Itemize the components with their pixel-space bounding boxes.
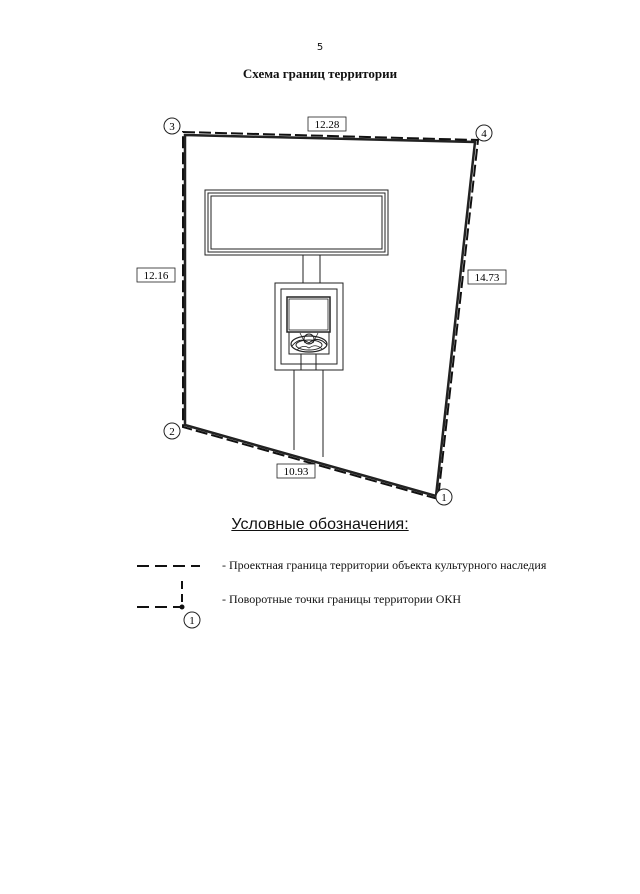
turning-point-2: 2 — [163, 422, 181, 440]
legend-point-label: 1 — [189, 615, 195, 627]
diagram-title: Схема границ территории — [242, 66, 398, 81]
building-rectangle — [204, 189, 389, 256]
turning-point-4: 4 — [475, 124, 493, 142]
point-3-label: 3 — [169, 121, 175, 133]
point-1-label: 1 — [441, 492, 447, 504]
monument-sculpture — [290, 332, 328, 353]
dimension-label-top: 12.28 — [307, 116, 347, 132]
dimension-left-text: 12.16 — [144, 270, 169, 282]
point-2-label: 2 — [169, 426, 175, 438]
monument-enclosure — [274, 282, 344, 371]
legend-turning-point-symbol: 1 — [137, 581, 201, 629]
legend-turning-points-label: - Поворотные точки границы территории ОК… — [222, 592, 462, 606]
walkway — [302, 255, 321, 283]
point-4-label: 4 — [481, 128, 487, 140]
legend-title: Условные обозначения: — [231, 516, 409, 533]
dimension-label-bottom: 10.93 — [276, 463, 316, 479]
lower-walkway — [293, 354, 324, 457]
turning-point-3: 3 — [163, 117, 181, 135]
dimension-right-text: 14.73 — [475, 272, 500, 284]
dimension-top-text: 12.28 — [315, 119, 340, 131]
page-number: 5 — [316, 42, 324, 53]
dimension-bottom-text: 10.93 — [284, 466, 309, 478]
legend-boundary-label: - Проектная граница территории объекта к… — [222, 558, 547, 572]
turning-point-1: 1 — [435, 488, 453, 506]
dimension-label-left: 12.16 — [136, 267, 176, 283]
dimension-label-right: 14.73 — [467, 269, 507, 285]
